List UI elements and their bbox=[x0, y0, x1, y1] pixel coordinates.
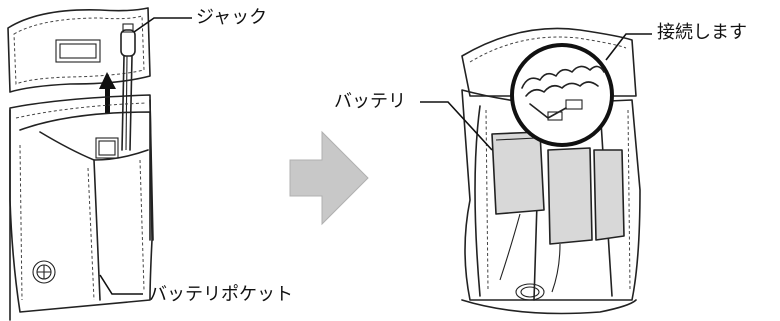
pocket-flap bbox=[7, 7, 151, 93]
battery-body bbox=[491, 131, 625, 293]
connect-leader bbox=[605, 33, 652, 61]
jack-plug bbox=[120, 23, 136, 151]
battery-pocket-label: バッテリポケット bbox=[149, 284, 293, 305]
coiled-cable bbox=[510, 43, 614, 147]
battery-pocket-left bbox=[9, 94, 154, 321]
battery-label: バッテリ bbox=[334, 91, 406, 112]
jack-label: ジャック bbox=[196, 7, 268, 28]
jack-leader bbox=[133, 17, 192, 33]
battery-leader bbox=[420, 101, 493, 151]
connect-label: 接続します bbox=[657, 22, 747, 43]
up-arrow-icon bbox=[99, 72, 116, 114]
right-arrow-icon bbox=[289, 130, 369, 226]
battery-pocket-leader bbox=[99, 274, 143, 295]
